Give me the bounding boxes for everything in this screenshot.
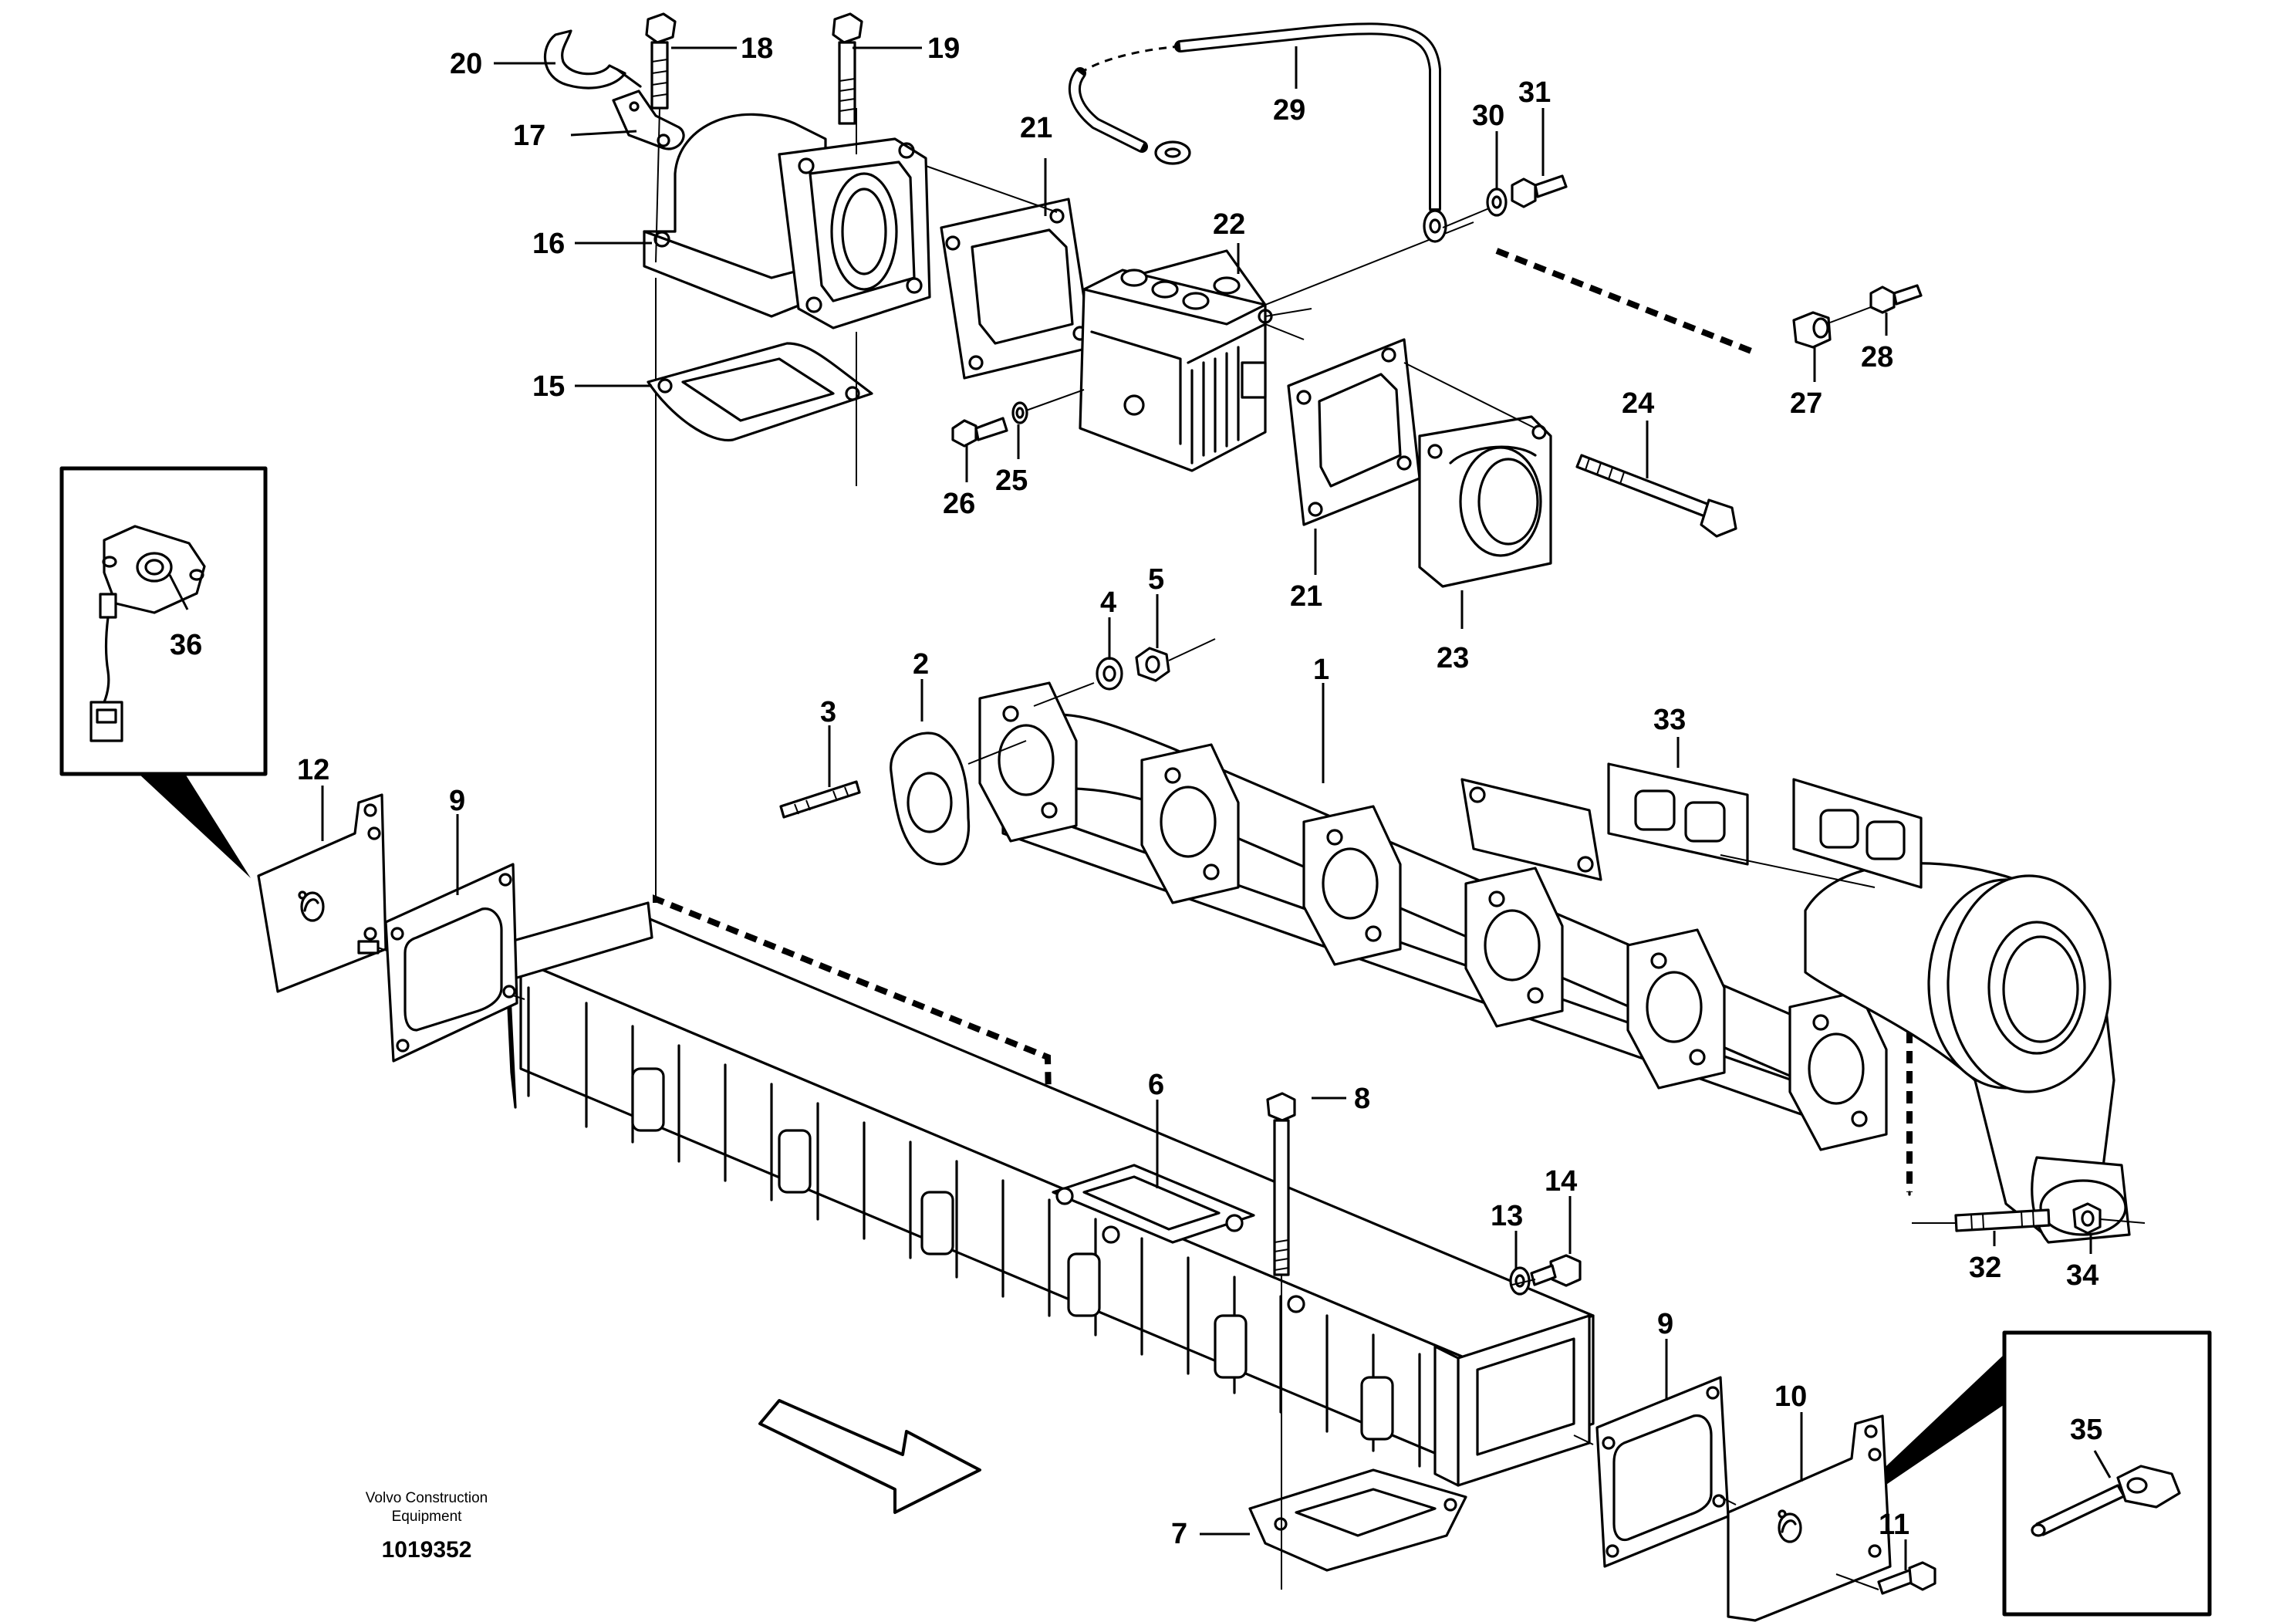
label-23: 23 [1437, 642, 1469, 674]
label-24: 24 [1622, 387, 1654, 420]
label-3: 3 [820, 696, 836, 728]
cover-plate-10 [1720, 1414, 1892, 1622]
label-12: 12 [297, 754, 329, 786]
bolt-24 [1575, 454, 1737, 538]
label-29: 29 [1273, 94, 1305, 127]
bolt-18 [645, 12, 677, 263]
reference-number: 1019352 [382, 1537, 472, 1563]
gasket-15 [647, 342, 873, 442]
label-28: 28 [1861, 341, 1893, 373]
label-34: 34 [2066, 1259, 2098, 1292]
bolt-19 [832, 12, 863, 125]
exhaust-manifold-1 [978, 681, 1888, 1151]
label-17: 17 [513, 120, 545, 152]
label-21-upper: 21 [1020, 112, 1052, 144]
turbocharger [1804, 862, 2131, 1244]
sleeve-27-bolt-28 [1792, 284, 1923, 349]
label-25: 25 [995, 465, 1028, 497]
washer-4 [1096, 657, 1123, 691]
leader-lines [321, 46, 2092, 1570]
credit-block: Volvo Construction Equipment 1019352 [366, 1490, 488, 1563]
label-2: 2 [913, 648, 929, 681]
label-30: 30 [1472, 100, 1504, 132]
gasket-9-left [384, 863, 525, 1063]
credit-line-1: Volvo Construction [366, 1490, 488, 1506]
nut-5 [1033, 638, 1216, 707]
stud-3 [779, 780, 861, 819]
gasket-21-upper [925, 165, 1093, 380]
label-32: 32 [1969, 1252, 2001, 1284]
gasket-9-right [1573, 1376, 1730, 1568]
label-21-lower: 21 [1290, 580, 1322, 613]
label-31: 31 [1518, 76, 1551, 109]
label-6: 6 [1148, 1069, 1164, 1101]
inset-sensor-36 [59, 466, 268, 878]
label-9-left: 9 [449, 785, 465, 817]
flange-23 [1403, 362, 1552, 588]
label-33: 33 [1653, 704, 1686, 736]
label-10: 10 [1774, 1380, 1807, 1413]
bolt-11 [1877, 1561, 1936, 1595]
valve-block-22 [1079, 221, 1474, 472]
label-16: 16 [532, 228, 565, 260]
gasket-7 [1248, 1468, 1467, 1572]
label-26: 26 [943, 488, 975, 520]
label-4: 4 [1100, 586, 1116, 619]
label-1: 1 [1313, 654, 1329, 686]
direction-arrow [758, 1399, 981, 1514]
label-9-right: 9 [1657, 1308, 1673, 1340]
elbow-housing-16 [643, 108, 931, 486]
label-36: 36 [170, 629, 202, 661]
bracket-17 [612, 90, 685, 150]
label-19: 19 [927, 32, 960, 65]
intake-manifold-6 [504, 901, 1595, 1487]
part-labels: 1 2 3 4 5 6 7 8 9 9 10 11 12 13 14 15 16… [170, 32, 2102, 1550]
bolt-31 [1511, 174, 1568, 208]
credit-line-2: Equipment [392, 1509, 463, 1525]
label-13: 13 [1491, 1200, 1523, 1232]
bolt-14 [1511, 1254, 1582, 1287]
cable-tie-20 [543, 29, 642, 90]
label-22: 22 [1213, 208, 1245, 241]
gasket-21-lower [1264, 323, 1421, 526]
label-27: 27 [1790, 387, 1822, 420]
label-14: 14 [1545, 1165, 1577, 1198]
ground-cable-29 [1068, 22, 1490, 243]
turbo-gaskets-33 [1607, 762, 1923, 889]
bolt-8 [1266, 1092, 1296, 1590]
gasket-2 [890, 732, 1027, 866]
nut-34 [2072, 1202, 2146, 1235]
washer-30 [1486, 188, 1508, 217]
label-15: 15 [532, 370, 565, 403]
label-18: 18 [741, 32, 773, 65]
label-11: 11 [1879, 1509, 1909, 1541]
label-5: 5 [1148, 563, 1164, 596]
stud-32 [1912, 1208, 2051, 1232]
label-8: 8 [1354, 1083, 1370, 1115]
bolt-26-washer-25 [951, 389, 1085, 448]
label-7: 7 [1171, 1518, 1187, 1550]
label-20: 20 [450, 48, 482, 80]
label-35: 35 [2070, 1414, 2102, 1446]
cover-plate-12 [257, 793, 406, 993]
